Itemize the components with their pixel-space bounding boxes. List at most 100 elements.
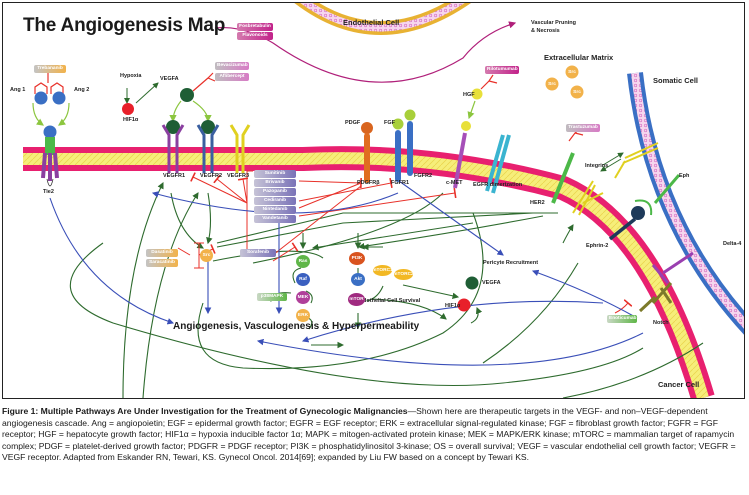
vegfa-label: VEGFA [160,76,179,82]
fgf-label: FGF [384,120,395,126]
ecm-src-1 [565,65,579,79]
ephrin2-ligand [631,206,645,220]
pericyte-recruitment-label: Pericyte Recruitment [483,260,539,266]
egfr-label: EGFR dimerization [473,182,523,188]
rilotumumab-drug: Rilotumumab [485,66,519,74]
enoticumab-drug: Enoticumab [607,315,637,323]
ecm-src-2 [545,77,559,91]
fgfr1-label: FGFR1 [391,180,410,186]
bevacizumab-drug: Bevacizumab [215,62,249,70]
vegfr2-receptor [196,120,220,173]
fgfr2-label: FGFR2 [414,173,433,179]
ecm-src-label-3: Src [573,90,581,95]
integrins-label: Integrins [585,163,609,169]
flavonoids-drug: Flavonoids [237,32,273,40]
angiogenesis-map-figure: The Angiogenesis Map Endothelial Cell Ex… [2,2,745,399]
cmet-label: c-MET [446,180,463,186]
endothelial-cell-membrane [294,3,471,35]
ecm-src-label-1: Src [568,70,576,75]
map-title: The Angiogenesis Map [23,15,226,36]
figure-caption: Figure 1: Multiple Pathways Are Under In… [2,406,747,464]
hif1a-right-label: HIF1α [445,303,461,309]
ang-tie2-group [32,73,70,187]
pi3k-node: PI3K [349,252,365,265]
mtor-node: mTOR [348,293,365,306]
cmet-receptor [453,121,471,189]
angiogenesis-outcome-label: Angiogenesis, Vasculogenesis & Hyperperm… [173,321,420,332]
hgf-ligand [471,88,483,100]
egfr-dimer [485,134,511,194]
vegfr1-label: VEGFR1 [163,173,186,179]
vegfa-ligand [180,88,194,102]
endothelial-cell-label: Endothelial Cell [343,18,400,27]
endothelial-survival-label: Endothelial Cell Survival [356,298,421,304]
tie2-label: Tie2 [43,189,54,195]
pdgfrb-receptor [361,122,373,183]
p38mapk-node: p38MAPK [257,293,287,301]
ecm-src-label-2: Src [548,82,556,87]
hif1a-node [122,103,134,115]
cancer-cell-label: Cancer Cell [658,380,700,389]
vascular-pruning-label: Vascular Pruning [531,20,576,26]
blue-pathways [49,180,644,366]
saracatinib-drug: Saracatinib [146,259,178,267]
hypoxia-label: Hypoxia [120,73,142,79]
tki-cediranib: Cediranib [254,197,296,205]
necrosis-label: & Necrosis [531,28,560,34]
vegfr3-receptor [229,124,251,173]
delta4-ligand [651,251,694,284]
pdgf-label: PDGF [345,120,361,126]
delta4-label: Delta-4 [723,241,742,247]
vegfr1-receptor [161,120,185,173]
src-node: Src [200,249,213,262]
tki-vandetanib: Vandetanib [254,215,296,223]
caption-body: —Shown here are therapeutic targets in t… [2,406,736,463]
tki-brivanib: Brivanib [254,179,296,187]
fgfr2-receptor [404,109,416,176]
ephrin2-label: Ephrin-2 [586,243,609,249]
integrin-somatic [614,142,659,179]
activation-arrows [69,182,704,398]
sorafenib-drug: Sorafenib [240,249,276,257]
somatic-cell-label: Somatic Cell [653,76,699,85]
mtorc2-node: mTORC2 [393,269,414,280]
extracellular-matrix-label: Extracellular Matrix [544,53,614,62]
mtorc1-node: mTORC1 [372,265,393,276]
ang2-label: Ang 2 [74,87,90,93]
inhibition-lines [177,170,457,269]
mek-node: MEK [296,291,310,304]
raf-node: Raf [296,273,310,286]
hgf-label: HGF [463,92,475,98]
somatic-cell-membrane [627,72,744,335]
erk-node: ERK [296,309,310,322]
ang1-label: Ang 1 [10,87,26,93]
vegfa-right-label: VEGFA [482,280,501,286]
tki-sunitinib: Sunitinib [254,170,296,178]
tki-pazopanib: Pazopanib [254,188,296,196]
trastuzumab-drug: Trastuzumab [566,124,600,132]
ras-node: Ras [296,255,310,268]
vegfr2-label: VEGFR2 [200,173,223,179]
trebananib-drug: Trebananib [34,65,66,73]
aflibercept-drug: Aflibercept [215,73,249,81]
tie2-receptor [45,137,55,155]
her2-label: HER2 [530,200,545,206]
ang2-ligand [52,91,66,105]
ang1-ligand [34,91,48,105]
eph-label: Eph [679,173,690,179]
hif1a-right-node [457,298,471,312]
integrin-cancer [572,180,604,216]
notch-label: Notch [653,320,669,326]
dasatinib-drug: Dasatinib [146,249,178,257]
cell-membrane [23,146,715,398]
hif1a-label: HIF1α [123,117,139,123]
tie2-bound-ligand [43,125,57,139]
caption-title: Figure 1: Multiple Pathways Are Under In… [2,406,408,416]
vegfa-right-node [465,276,479,290]
fosbretabulin-drug: Fosbretabulin [237,23,273,31]
eph-receptor [653,174,681,204]
pathway-diagram [23,3,744,398]
ecm-src-3 [570,85,584,99]
akt-node: Akt [351,273,365,286]
vegfr3-label: VEGFR3 [227,173,250,179]
